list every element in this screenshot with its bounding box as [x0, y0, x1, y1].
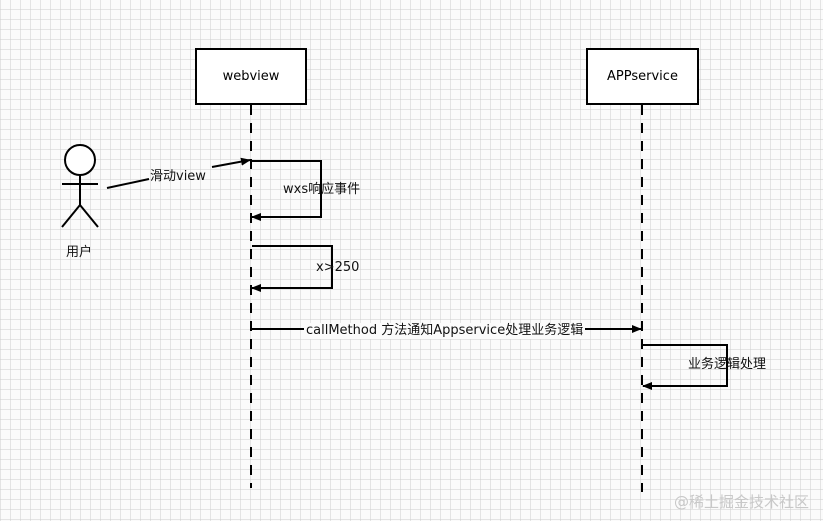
watermark-text: @稀土掘金技术社区 [673, 493, 809, 511]
user-actor-label: 用户 [66, 245, 93, 260]
biz-message-label: 业务逻辑处理 [688, 357, 767, 372]
user-actor-icon [61, 144, 99, 228]
swipe-message-label: 滑动view [150, 169, 206, 184]
x250-self-arrow [251, 245, 333, 292]
wxs-self-arrow [251, 160, 322, 221]
webview-label: webview [222, 69, 280, 84]
appservice-label: APPservice [607, 69, 678, 84]
swipe-arrow-head-segment [211, 157, 251, 168]
callmethod-message-label: callMethod 方法通知Appservice处理业务逻辑 [304, 323, 586, 339]
appservice-lifeline-box: APPservice [586, 48, 699, 105]
x250-message-label: x>250 [316, 260, 360, 275]
webview-lifeline-box: webview [195, 48, 307, 105]
swipe-arrow [106, 178, 150, 189]
wxs-message-label: wxs响应事件 [283, 182, 361, 197]
biz-self-arrow [642, 344, 728, 390]
